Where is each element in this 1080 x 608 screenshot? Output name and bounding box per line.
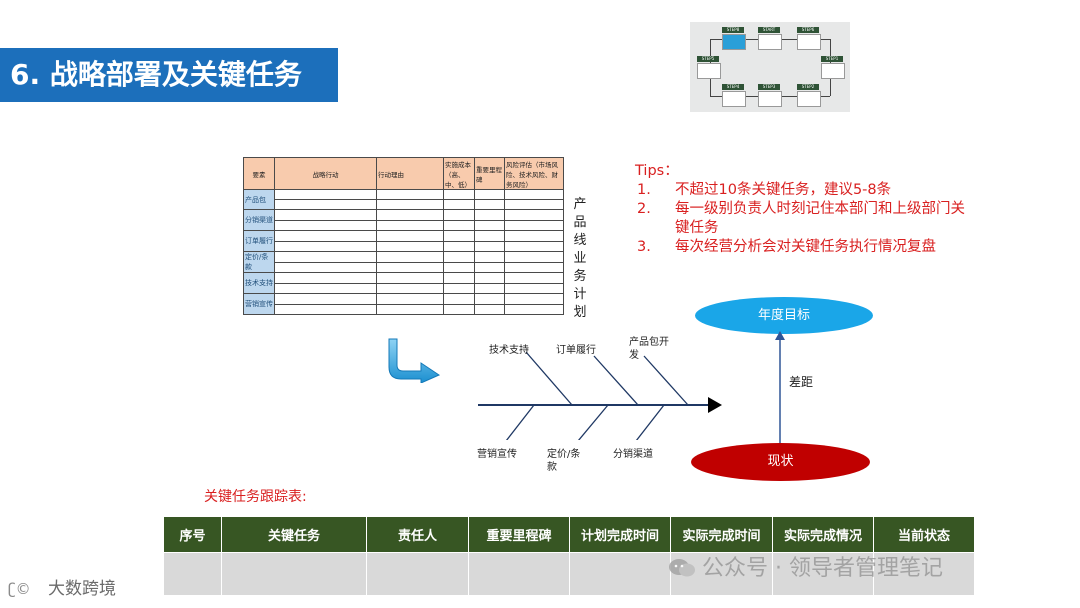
step-label: STEP4 [722,84,744,90]
step-label: START [758,27,780,33]
annual-goal-ellipse: 年度目标 [695,297,873,334]
table-row [244,220,564,231]
tip-number: 3. [637,239,651,255]
fishbone-label: 营销宣传 [477,449,517,460]
table-row [244,304,564,315]
fishbone-bone [505,404,535,440]
key-task-tracking-table: 序号 关键任务 责任人 重要里程碑 计划完成时间 实际完成时间 实际完成情况 当… [163,516,975,596]
tip-number: 1. [637,182,651,198]
step-box [697,63,721,79]
tracking-header-cell: 关键任务 [221,516,367,553]
table-row: 分销渠道 [243,209,564,231]
table-header-cell: 实施成本（高、中、低） [443,157,475,190]
fishbone-diagram [478,351,722,440]
step-label: STEP3 [758,84,780,90]
logo-text: 大数跨境 [48,579,116,599]
table-row: 产品包 [243,189,564,210]
tip-text: 每一级别负责人时刻记住本部门和上级部门关键任务 [675,201,965,236]
tip-item: 1. 不超过10条关键任务，建议5-8条 [635,181,1015,200]
table-row [244,199,564,210]
table-header-cell: 风险评估（市场风险、技术风险、财务风险） [504,157,564,190]
table-header-row: 要素 战略行动 行动理由 实施成本（高、中、低） 重要里程碑 风险评估（市场风险… [243,157,564,190]
step-label: STEP5 [697,56,719,62]
gap-label: 差距 [789,375,814,389]
product-line-plan-label: 产品线业务计划 [573,197,587,320]
tip-text: 每次经营分析会对关键任务执行情况复盘 [675,239,936,255]
table-header-cell: 行动理由 [376,157,444,190]
tracking-header-cell: 当前状态 [873,516,975,553]
table-header-cell: 要素 [243,157,275,190]
tracking-header-cell: 实际完成情况 [772,516,874,553]
fishbone-head [708,397,722,413]
step-box [797,91,821,107]
tracking-header-cell: 计划完成时间 [569,516,671,553]
fishbone-bone [577,404,609,440]
page-title: 6. 战略部署及关键任务 [10,58,302,91]
title-bar: 6. 战略部署及关键任务 [0,48,338,102]
tip-item: 3. 每次经营分析会对关键任务执行情况复盘 [635,238,1015,257]
row-label: 分销渠道 [243,209,275,231]
tracking-header-cell: 重要里程碑 [468,516,570,553]
step-box [821,63,845,79]
logo-icon: ʗ© [8,580,31,598]
gap-arrow [775,331,785,444]
fishbone-bone [635,404,665,440]
tracking-header-cell: 序号 [163,516,222,553]
fishbone-label: 技术支持 [489,345,529,356]
tips-heading: Tips： [635,163,679,179]
table-row [244,283,564,294]
fishbone-label: 分销渠道 [613,449,653,460]
wechat-icon [669,559,695,577]
step-box [722,34,746,50]
table-row [244,262,564,273]
fishbone-label: 产品包开发 [629,337,669,361]
step-label: STEP1 [821,56,843,62]
tracking-header-cell: 责任人 [366,516,469,553]
table-row: 营销宣传 [243,293,564,315]
table-row: 订单履行 [243,230,564,252]
fishbone-bone [525,351,573,406]
table-header-cell: 战略行动 [274,157,377,190]
current-status-ellipse: 现状 [691,443,870,481]
process-cycle-thumbnail: STEP8 START STEP6 STEP5 STEP1 STEP4 STEP… [690,22,850,112]
tips-panel: Tips： 1. 不超过10条关键任务，建议5-8条 2. 每一级别负责人时刻记… [635,162,1015,257]
table-row: 技术支持 [243,272,564,294]
step-box [758,34,782,50]
row-label: 技术支持 [243,272,275,294]
tip-item: 2. 每一级别负责人时刻记住本部门和上级部门关键任务 [635,200,975,238]
product-line-plan-table: 要素 战略行动 行动理由 实施成本（高、中、低） 重要里程碑 风险评估（市场风险… [243,157,564,315]
row-label: 产品包 [243,189,275,210]
step-box [758,91,782,107]
step-label: STEP6 [797,27,819,33]
curved-arrow-icon [388,338,441,383]
fishbone-bone [643,355,689,406]
fishbone-label: 定价/条款 [547,449,581,473]
row-label: 营销宣传 [243,293,275,315]
row-label: 定价/条款 [243,251,275,273]
fishbone-bone [593,355,639,406]
step-label: STEP8 [722,27,744,33]
tracking-header-cell: 实际完成时间 [670,516,773,553]
fishbone-label: 订单履行 [556,345,596,356]
brand-logo: ʗ© 大数跨境 [8,574,116,599]
step-box [722,91,746,107]
table-row [163,552,975,596]
step-label: STEP2 [797,84,819,90]
watermark: 公众号 · 领导者管理笔记 [668,550,943,582]
tracking-header-row: 序号 关键任务 责任人 重要里程碑 计划完成时间 实际完成时间 实际完成情况 当… [163,516,975,553]
row-label: 订单履行 [243,230,275,252]
watermark-text: 公众号 · 领导者管理笔记 [702,556,943,581]
table-row: 定价/条款 [243,251,564,273]
tip-text: 不超过10条关键任务，建议5-8条 [675,182,892,198]
table-header-cell: 重要里程碑 [474,157,505,190]
tracking-table-title: 关键任务跟踪表: [204,489,307,505]
tip-number: 2. [637,201,651,217]
table-row [244,241,564,252]
step-box [797,34,821,50]
